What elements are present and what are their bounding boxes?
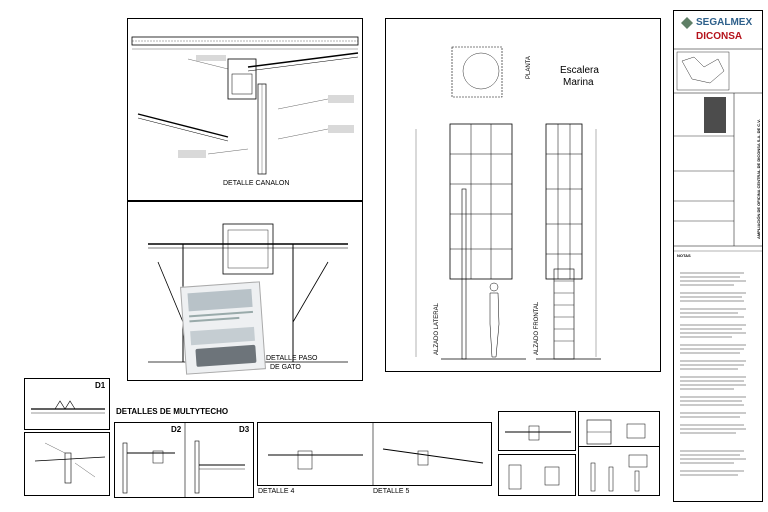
small-detail-b [578,411,660,451]
segalmex-logo: SEGALMEX [696,17,753,28]
title-block: SEGALMEX DICONSA AMPLIACIÓN DE OFICINA C… [673,10,763,502]
diconsa-brand: DICONSA [696,31,743,42]
detail-d1-panel: D1 [24,378,110,430]
alzado-lateral-label: ALZADO LATERAL [434,303,440,355]
title-block-grid [674,48,762,252]
detalle-canalon-panel: DETALLE CANALON [127,18,363,201]
multytecho-title: DETALLES DE MULTYTECHO [116,407,229,416]
detalle-paso-gato-panel: DETALLE PASO DE GATO [127,201,363,381]
paso-gato-title-2: DE GATO [270,364,301,371]
detail-d2-panel: D2 D3 [114,422,254,498]
detalle-4-label: DETALLE 4 [258,488,295,495]
d3-label: D3 [239,425,250,434]
detail-4-5-panel [257,422,492,486]
paso-gato-title-1: DETALLE PASO [266,355,318,362]
small-detail-d [578,446,660,496]
d2-label: D2 [171,425,182,434]
logo-area: SEGALMEX DICONSA [676,14,760,46]
planta-label: PLANTA [526,56,532,79]
notes-title: NOTAS [677,253,691,258]
escalera-marina-panel: Escalera Marina PLANTA ALZADO LATERAL AL… [385,18,661,372]
notes-text-lines [680,272,746,476]
segalmex-logo-icon [681,17,693,29]
d1-label: D1 [95,381,106,390]
escalera-drawing [415,46,601,360]
product-photo-sheet [180,281,266,375]
small-detail-a [498,411,576,451]
escalera-title-1: Escalera [560,65,599,76]
canalon-drawing [131,36,359,175]
detail-d1b-panel [24,432,110,496]
d1-drawing [31,400,105,414]
detail-4-5-drawing [268,423,484,485]
detalle-5-label: DETALLE 5 [373,488,410,495]
alzado-frontal-label: ALZADO FRONTAL [534,301,540,355]
small-detail-c [498,454,576,496]
escalera-title-2: Marina [563,77,594,88]
detalle-canalon-title: DETALLE CANALON [223,180,290,187]
d1b-drawing [34,442,106,484]
product-photo [187,288,253,312]
d2-d3-drawing [122,423,245,497]
